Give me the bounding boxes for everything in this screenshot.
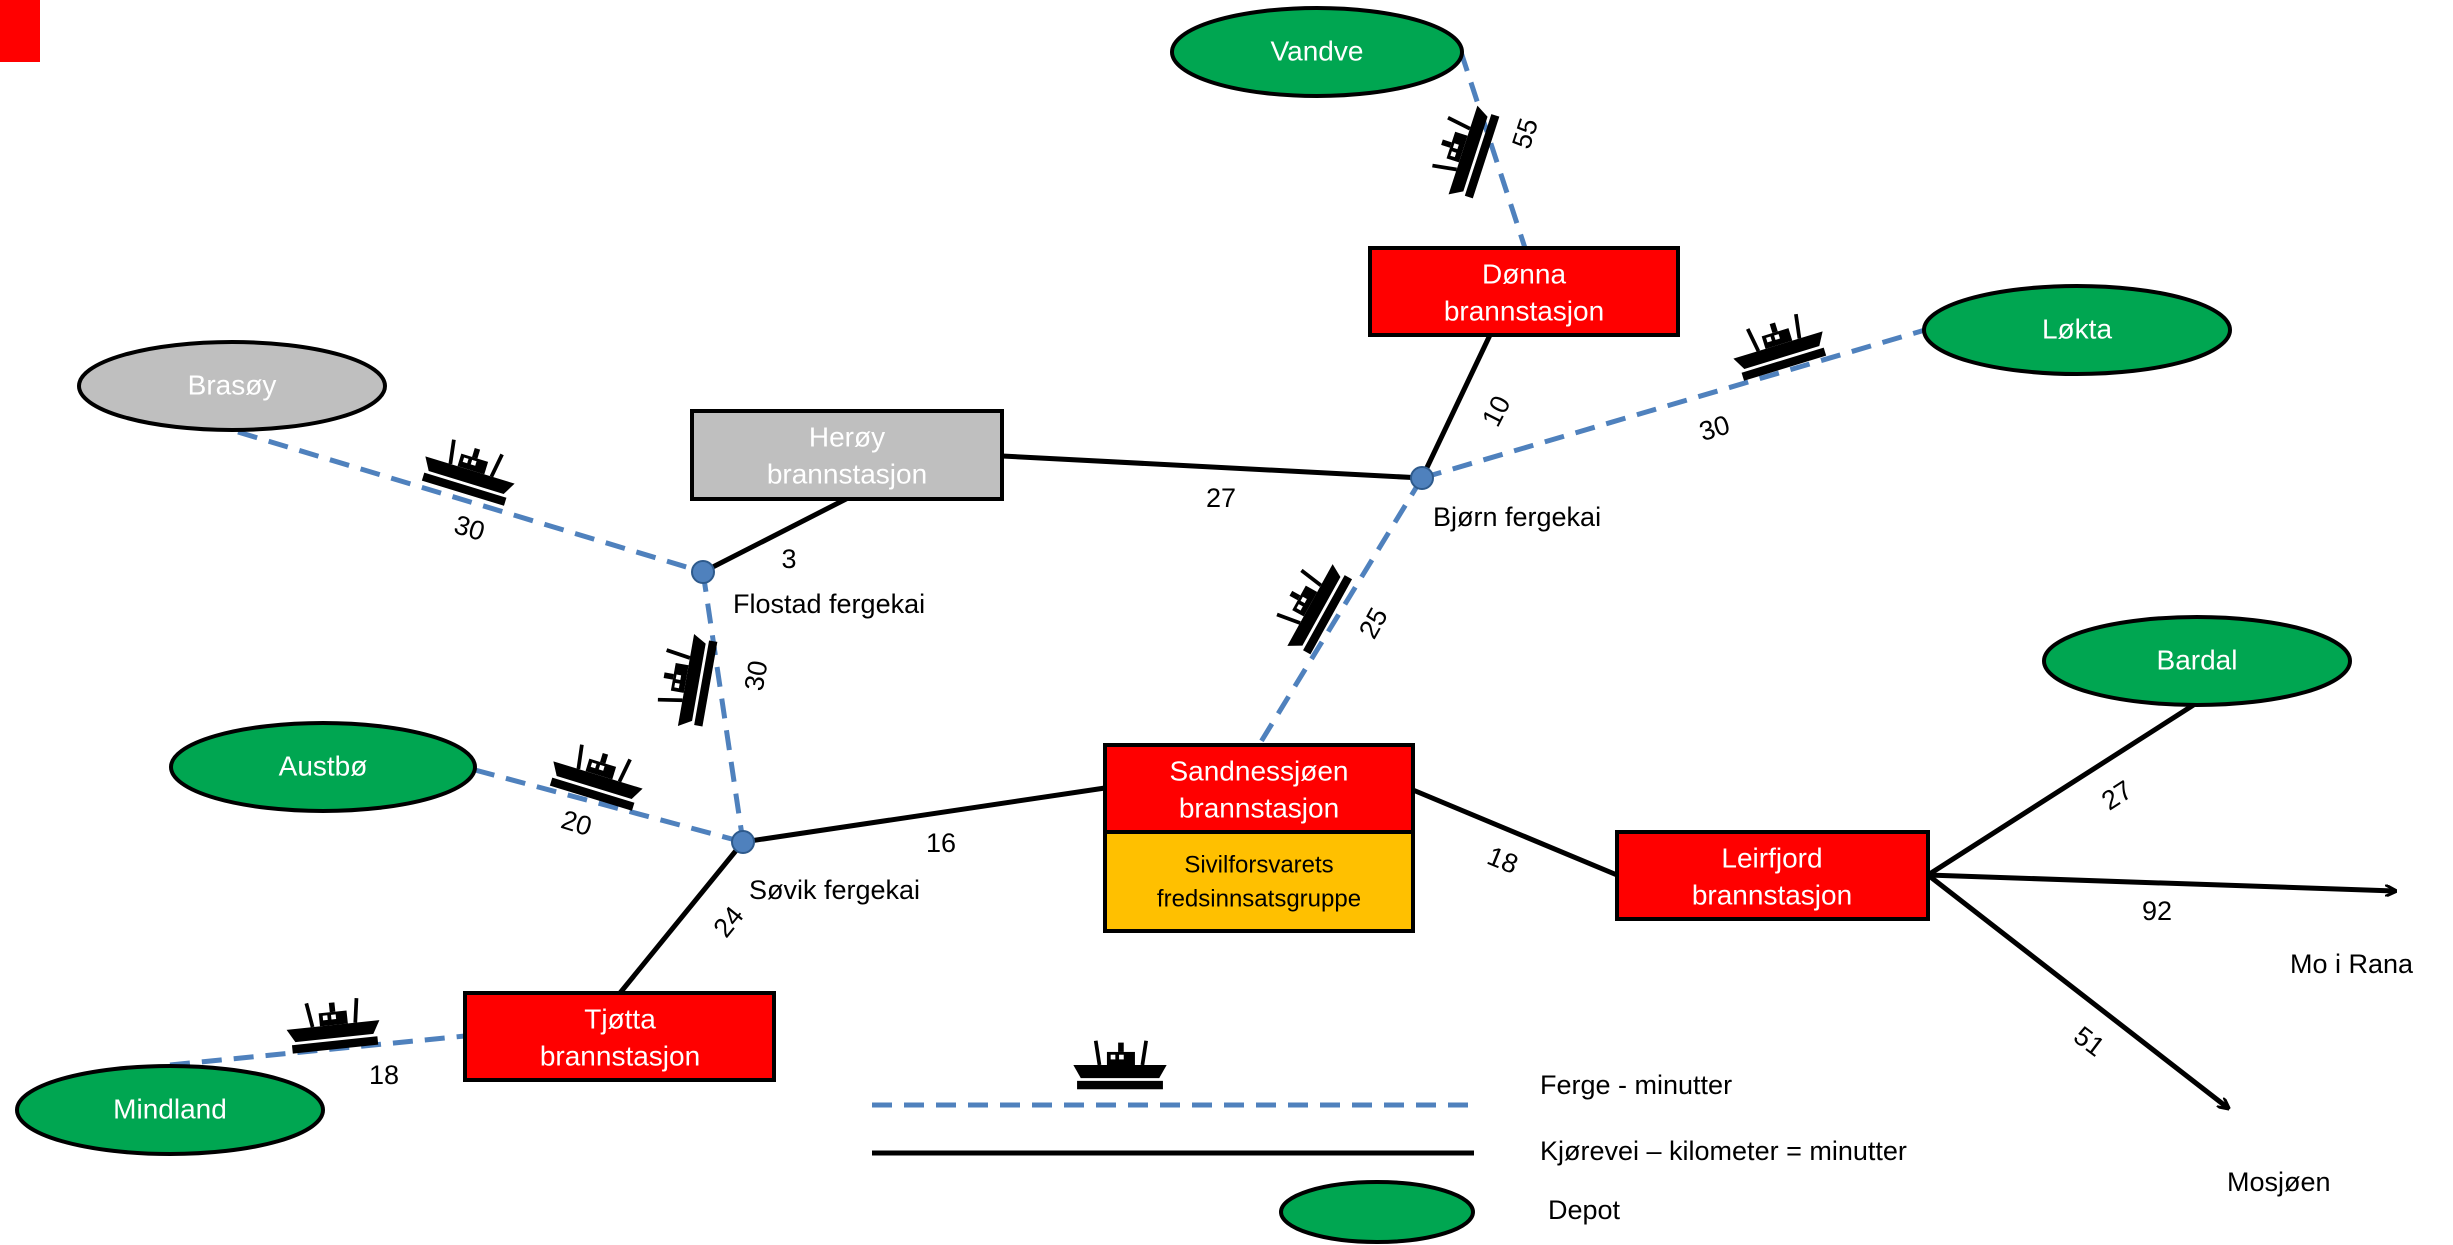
- edge-label-austbo-sovik: 20: [558, 804, 596, 841]
- edge-label-bjorn-sandnessjoen: 25: [1353, 603, 1394, 644]
- station-sandnessjoen[interactable]: Sandnessjøen brannstasjon: [1103, 743, 1415, 834]
- edge-label-leirfjord-bardal: 27: [2096, 775, 2138, 817]
- depot-brasoy-label: Brasøy: [188, 369, 277, 400]
- road-heroy-flostad: [701, 495, 850, 575]
- station-leirfjord[interactable]: Leirfjord brannstasjon: [1615, 830, 1930, 921]
- quay-sovik-label: Søvik fergekai: [749, 875, 920, 905]
- ferry-icons: [282, 96, 1832, 1056]
- depot-mindland-label: Mindland: [113, 1093, 227, 1124]
- destination-mo-i-rana-label: Mo i Rana: [2290, 949, 2414, 979]
- ferry-icon: [1264, 550, 1356, 660]
- ferry-bjorn-lokta: [1421, 327, 1926, 481]
- ferry-austbo-sovik: [474, 767, 744, 845]
- station-heroy[interactable]: Herøy brannstasjon: [690, 409, 1004, 501]
- junction-flostad: [691, 560, 715, 584]
- depot-vandve-label: Vandve: [1271, 35, 1364, 66]
- road-connections: [618, 333, 2395, 1108]
- station-sivilforsvar-line1: Sivilforsvarets: [1184, 851, 1333, 878]
- edge-label-flostad-sovik: 30: [739, 658, 774, 693]
- legend-ferry-label: Ferge - minutter: [1540, 1070, 1732, 1100]
- quay-flostad-label: Flostad fergekai: [733, 589, 925, 619]
- legend-depot-swatch: [1279, 1180, 1475, 1244]
- ferry-flostad-sovik: [700, 571, 746, 843]
- station-sivilforsvar-line2: fredsinnsatsgruppe: [1157, 885, 1361, 912]
- station-donna-line2: brannstasjon: [1444, 295, 1604, 326]
- depot-vandve[interactable]: Vandve: [1170, 6, 1464, 98]
- junction-sovik: [731, 830, 755, 854]
- station-tjotta[interactable]: Tjøtta brannstasjon: [463, 991, 776, 1082]
- depot-lokta[interactable]: Løkta: [1922, 284, 2232, 376]
- depot-bardal[interactable]: Bardal: [2042, 615, 2352, 707]
- legend-ferry-icon: [1072, 1038, 1168, 1092]
- ferry-icon: [282, 994, 384, 1056]
- station-heroy-line1: Herøy: [809, 421, 885, 452]
- legend: Ferge - minutter Kjørevei – kilometer = …: [872, 1038, 1907, 1244]
- edge-label-leirfjord-mosjoen: 51: [2068, 1020, 2110, 1062]
- edge-label-heroy-bjorn: 27: [1206, 483, 1236, 513]
- edge-label-mindland-tjotta: 18: [369, 1060, 399, 1090]
- station-sandnessjoen-line2: brannstasjon: [1179, 792, 1339, 823]
- road-heroy-bjorn: [1001, 453, 1423, 481]
- road-leirfjord-mosjoen: [1926, 873, 2228, 1108]
- legend-road-label: Kjørevei – kilometer = minutter: [1540, 1136, 1907, 1166]
- ferry-icon: [544, 736, 652, 814]
- edge-label-sovik-tjotta: 24: [707, 901, 749, 943]
- quay-bjorn-label: Bjørn fergekai: [1433, 502, 1601, 532]
- edge-label-brasoy-flostad: 30: [451, 509, 489, 546]
- road-sovik-tjotta: [618, 840, 745, 995]
- ferry-icon: [652, 627, 720, 733]
- ferry-brasoy-flostad: [237, 429, 704, 575]
- edge-label-sovik-sandnessjoen: 16: [926, 828, 956, 858]
- ferry-icon: [1423, 96, 1503, 204]
- edge-label-sandnessjoen-leirfjord: 18: [1483, 841, 1522, 880]
- road-donna-bjorn: [1419, 333, 1493, 480]
- ferry-bjorn-sandnessjoen: [1256, 476, 1425, 747]
- junction-bjorn: [1410, 466, 1434, 490]
- station-leirfjord-line2: brannstasjon: [1692, 879, 1852, 910]
- road-leirfjord-bardal: [1926, 701, 2197, 878]
- edge-label-heroy-flostad: 3: [781, 544, 796, 574]
- ferry-mindland-tjotta: [169, 1033, 466, 1068]
- edge-label-leirfjord-mo-i-rana: 92: [2142, 896, 2172, 926]
- station-tjotta-line1: Tjøtta: [584, 1003, 656, 1034]
- depot-bardal-label: Bardal: [2157, 644, 2238, 675]
- depot-mindland[interactable]: Mindland: [15, 1064, 325, 1156]
- depot-austbo-label: Austbø: [279, 750, 368, 781]
- station-tjotta-line2: brannstasjon: [540, 1040, 700, 1071]
- road-leirfjord-mo-i-rana: [1927, 872, 2395, 891]
- station-leirfjord-line1: Leirfjord: [1721, 842, 1822, 873]
- corner-accent: [0, 0, 40, 62]
- edge-label-vandve-donna: 55: [1506, 114, 1544, 152]
- legend-depot-label: Depot: [1548, 1195, 1621, 1225]
- station-sandnessjoen-line1: Sandnessjøen: [1169, 755, 1348, 786]
- road-sovik-sandnessjoen: [742, 785, 1106, 845]
- edge-label-bjorn-lokta: 30: [1696, 409, 1734, 446]
- depot-lokta-label: Løkta: [2042, 313, 2112, 344]
- edge-label-donna-bjorn: 10: [1476, 391, 1516, 431]
- destination-mosjoen-label: Mosjøen: [2227, 1167, 2331, 1197]
- ferry-connections: [169, 51, 1926, 1068]
- road-sandnessjoen-leirfjord: [1412, 787, 1618, 878]
- station-sivilforsvar[interactable]: Sivilforsvarets fredsinnsatsgruppe: [1103, 830, 1415, 933]
- depot-brasoy[interactable]: Brasøy: [77, 340, 387, 432]
- station-donna[interactable]: Dønna brannstasjon: [1368, 246, 1680, 337]
- ferry-vandve-donna: [1458, 51, 1528, 249]
- station-donna-line1: Dønna: [1482, 258, 1566, 289]
- ferry-icon: [416, 431, 524, 509]
- station-heroy-line2: brannstasjon: [767, 458, 927, 489]
- depot-austbo[interactable]: Austbø: [169, 721, 477, 813]
